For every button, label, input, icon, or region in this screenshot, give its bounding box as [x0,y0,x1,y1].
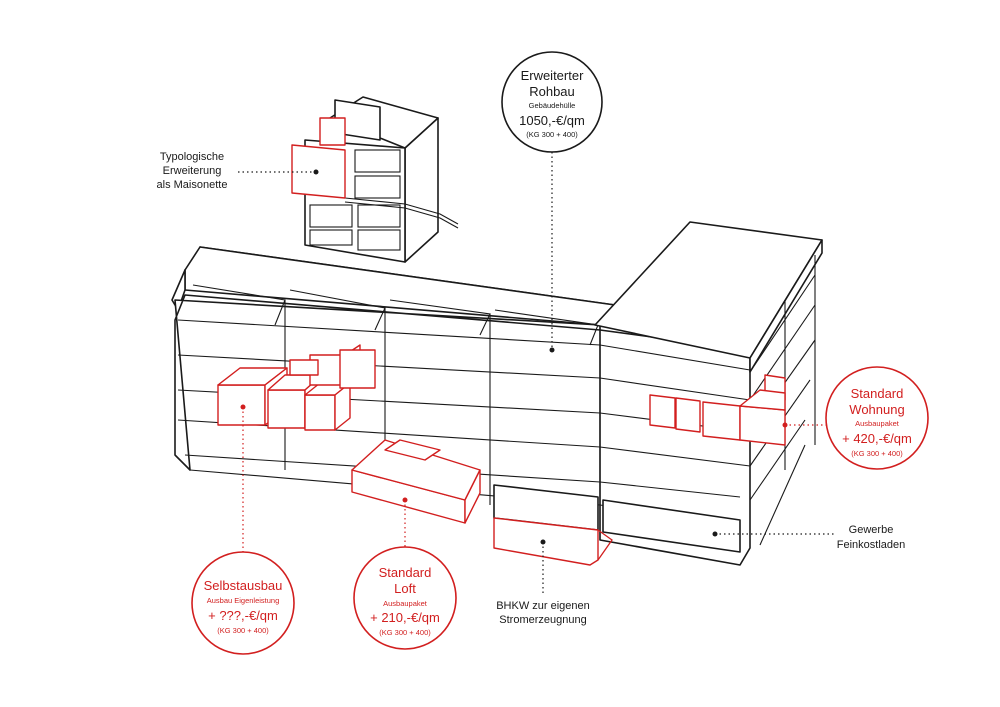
wohnung-title-2: Wohnung [849,402,904,417]
selbstausbau-subtitle: Ausbau Eigenleistung [207,596,280,605]
label-typologische: Typologische Erweiterung als Maisonette [157,151,228,191]
bhkw-module [493,517,599,566]
label-bhkw: BHKW zur eigenen Stromerzeugnung [496,600,590,626]
selbstausbau-module-3 [304,394,336,431]
loft-price: + 210,-€/qm [370,610,440,625]
typologische-line-2: Erweiterung [163,165,222,177]
gewerbe-line-1: Gewerbe [849,524,894,536]
circle-loft: Standard Loft Ausbaupaket + 210,-€/qm (K… [353,546,457,650]
loft-title-2: Loft [394,581,416,596]
wohnung-note: (KG 300 + 400) [851,449,903,458]
wohnung-module-1 [649,394,676,429]
selbstausbau-price: + ???,-€/qm [208,608,278,623]
label-gewerbe: Gewerbe Feinkostladen [837,524,906,551]
rohbau-title-2: Rohbau [529,84,575,99]
leader-lines [238,152,835,595]
typologische-line-1: Typologische [160,151,224,163]
loft-title-1: Standard [379,565,432,580]
selbstausbau-title: Selbstausbau [204,578,283,593]
wohnung-price: + 420,-€/qm [842,431,912,446]
loft-subtitle: Ausbaupaket [383,599,428,608]
wohnung-module-main [739,405,786,446]
wohnung-subtitle: Ausbaupaket [855,419,900,428]
typologische-line-3: als Maisonette [157,179,228,191]
selbstausbau-note: (KG 300 + 400) [217,626,269,635]
loft-note: (KG 300 + 400) [379,628,431,637]
maisonette-detail [291,96,459,263]
bhkw-line-1: BHKW zur eigenen [496,600,590,612]
red-modules [217,344,786,566]
circle-rohbau: Erweiterter Rohbau Gebäudehülle 1050,-€/… [501,51,603,153]
selbstausbau-module-2 [267,389,306,429]
main-building [171,221,823,566]
bhkw-line-2: Stromerzeugnung [499,614,586,626]
rohbau-note: (KG 300 + 400) [526,130,578,139]
rohbau-subtitle: Gebäudehülle [529,101,576,110]
rohbau-title-1: Erweiterter [521,68,585,83]
rohbau-price: 1050,-€/qm [519,113,585,128]
circle-selbstausbau: Selbstausbau Ausbau Eigenleistung + ???,… [191,551,295,655]
maisonette-red-cube [291,144,346,199]
gewerbe-line-2: Feinkostladen [837,539,906,551]
gewerbe-box [602,499,741,553]
wohnung-title-1: Standard [851,386,904,401]
circle-wohnung: Standard Wohnung Ausbaupaket + 420,-€/qm… [825,366,929,470]
